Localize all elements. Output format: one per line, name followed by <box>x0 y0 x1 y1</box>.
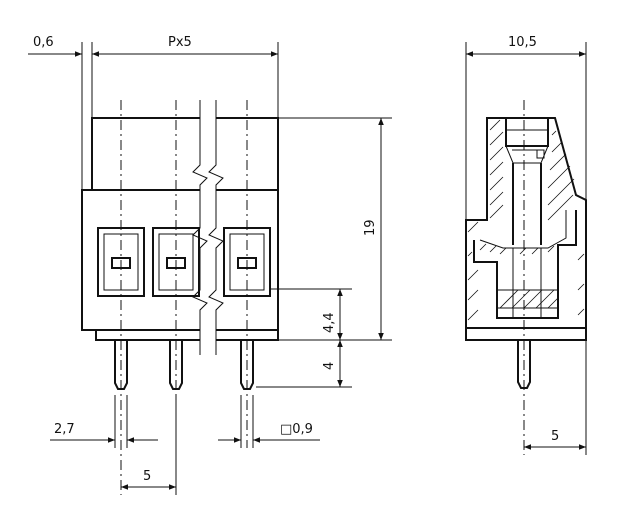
dim-4-label: 4 <box>322 362 337 370</box>
side-hatching <box>467 119 585 321</box>
dim-pin-depth-label: 5 <box>551 429 559 444</box>
dim-27-label: 2,7 <box>54 422 75 437</box>
front-upper-body <box>91 117 279 191</box>
front-base <box>95 330 279 341</box>
dim-pitch-label: Px5 <box>168 35 192 50</box>
break-gap <box>200 100 216 360</box>
dim-105-label: 10,5 <box>508 35 537 50</box>
side-screw-head <box>505 117 549 147</box>
dim-44-label: 4,4 <box>322 312 337 333</box>
dim-19-label: 19 <box>363 219 378 236</box>
front-view: 0,6 Px5 19 4,4 4 2,7 □0,9 5 <box>28 35 392 495</box>
dim-09-label: □0,9 <box>280 422 313 437</box>
side-outline <box>465 117 587 341</box>
dim-06-label: 0,6 <box>33 35 54 50</box>
dim-pin-pitch-label: 5 <box>143 469 151 484</box>
side-clamp-base <box>496 289 559 309</box>
break-line-right <box>208 100 224 355</box>
side-view: 10,5 5 <box>465 35 587 455</box>
side-clamp <box>473 210 577 319</box>
